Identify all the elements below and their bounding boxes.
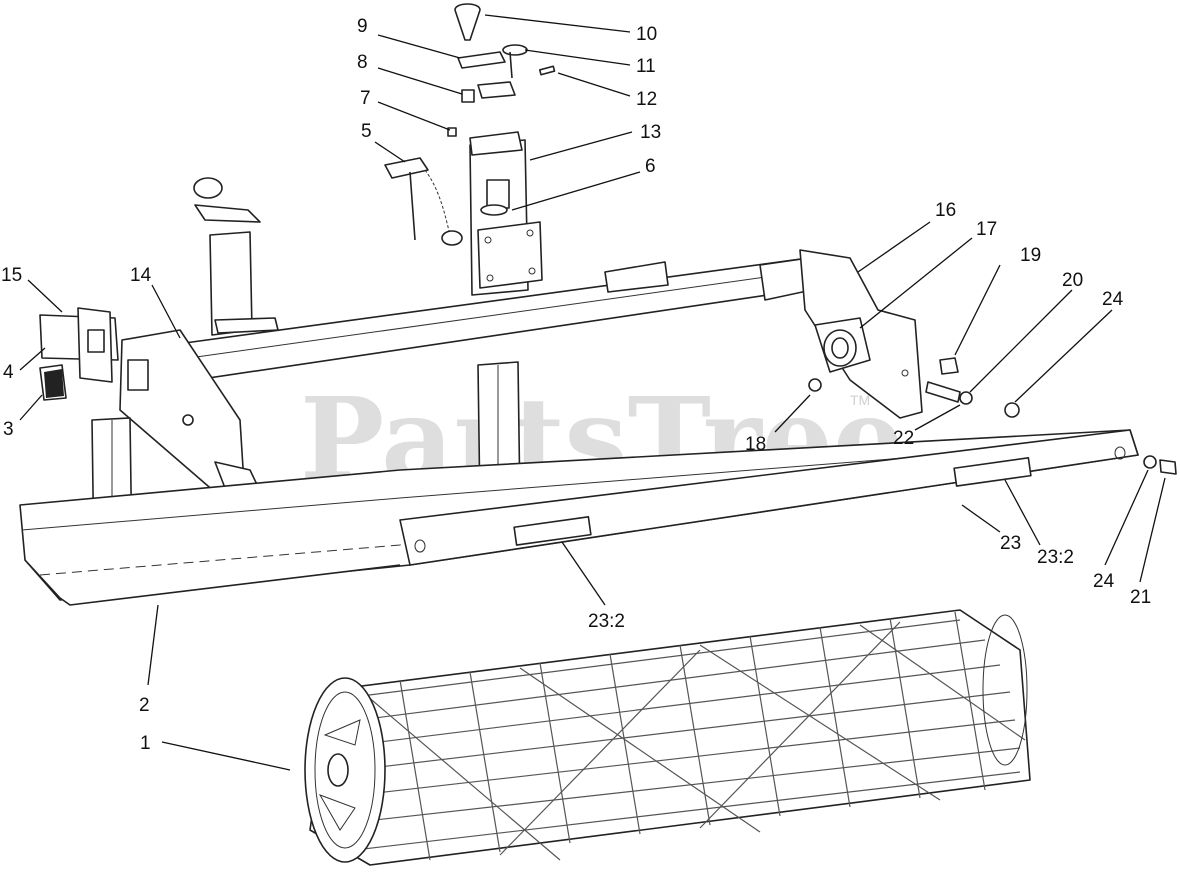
callout-19: 19 (1020, 245, 1041, 266)
spike-roller-drum (304, 609, 1031, 866)
callout-20: 20 (1062, 270, 1083, 291)
leader-lines (19, 14, 1166, 771)
callout-15: 15 (1, 265, 22, 286)
callout-16: 16 (935, 200, 956, 221)
crank-handle-assembly (447, 3, 556, 137)
right-side-plate (799, 249, 923, 419)
right-hardware (925, 357, 1177, 475)
callout-24-lower: 24 (1093, 571, 1115, 592)
callout-23: 23 (1000, 533, 1021, 554)
callout-12: 12 (636, 89, 657, 110)
callout-4: 4 (3, 362, 14, 383)
callout-3: 3 (3, 419, 14, 440)
lower-leveling-bar (19, 429, 1139, 606)
callout-5: 5 (361, 121, 372, 142)
callout-11: 11 (636, 56, 656, 77)
callout-23-2-center: 23:2 (588, 611, 625, 632)
callout-9: 9 (357, 16, 368, 37)
left-jack-stand (193, 177, 279, 336)
callout-24-upper: 24 (1102, 289, 1124, 310)
center-jack-assembly (469, 131, 543, 296)
left-mount-plate (39, 307, 119, 383)
end-cap (39, 364, 67, 401)
callout-23-2-right: 23:2 (1037, 547, 1074, 568)
callout-13: 13 (640, 122, 661, 143)
callout-7: 7 (360, 88, 371, 109)
callout-labels: 1 2 3 4 5 6 7 8 9 10 11 12 13 14 15 16 1… (1, 16, 1151, 754)
callout-6: 6 (645, 156, 656, 177)
callout-22: 22 (893, 428, 914, 449)
callout-17: 17 (976, 219, 997, 240)
callout-10: 10 (636, 24, 657, 45)
roller-mesh (311, 611, 1026, 861)
callout-21: 21 (1130, 587, 1151, 608)
hitch-pin (384, 157, 463, 246)
callout-14: 14 (130, 265, 152, 286)
callout-18: 18 (745, 434, 766, 455)
callout-1: 1 (140, 733, 151, 754)
watermark-tm: TM (850, 392, 870, 408)
callout-2: 2 (139, 695, 150, 716)
callout-8: 8 (357, 52, 368, 73)
